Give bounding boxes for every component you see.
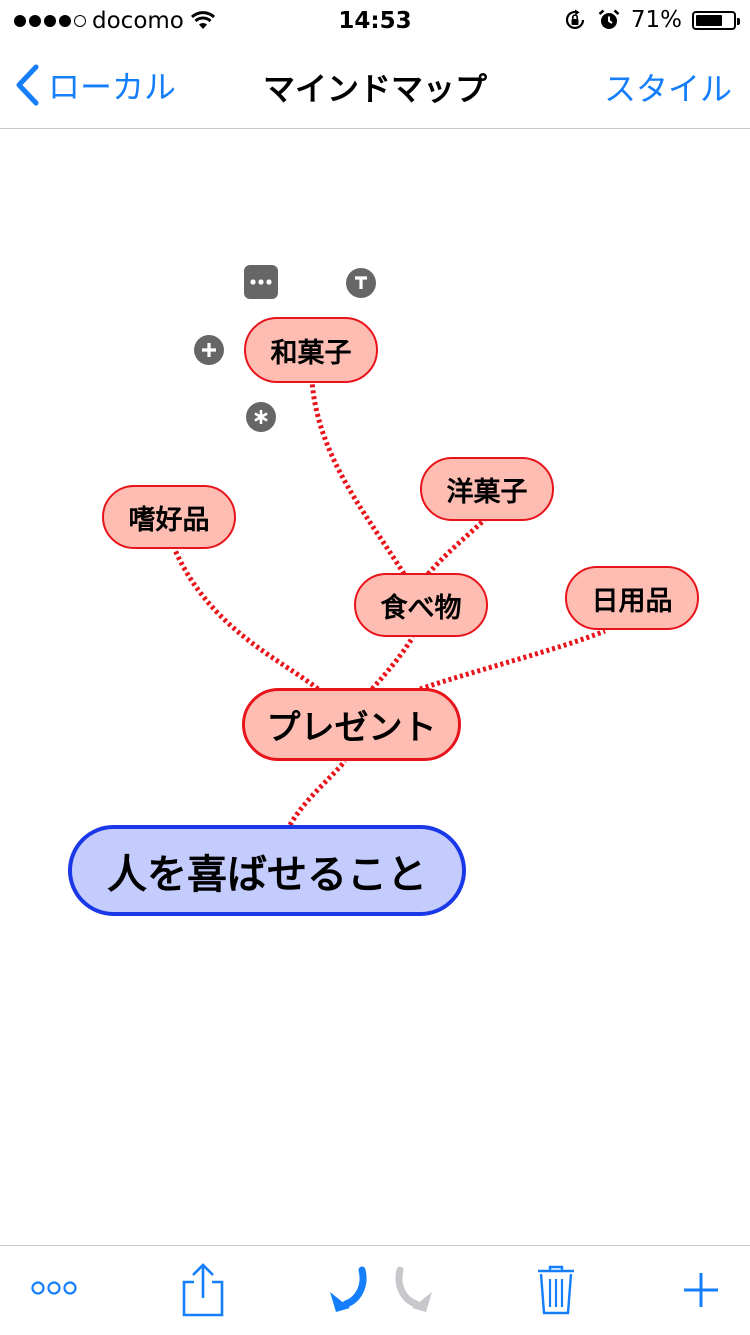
status-right: 71% [563,7,740,33]
battery-percent: 71% [630,7,682,33]
node-menu-button[interactable] [244,265,278,299]
add-sibling-button[interactable] [194,335,224,365]
status-left: docomo [14,8,216,34]
node-connect-button[interactable] [246,402,276,432]
trash-icon [538,1265,574,1315]
mindmap-node-yogashi[interactable]: 洋菓子 [420,457,554,521]
style-button[interactable]: スタイル [603,70,732,108]
carrier-label: docomo [92,8,184,34]
link-root-center [287,759,347,827]
rotation-lock-icon [565,9,584,30]
signal-dots-icon [14,15,86,27]
mindmap-node-wagashi[interactable]: 和菓子 [244,317,378,383]
add-button[interactable] [681,1270,721,1314]
navigation-bar: ローカル マインドマップ スタイル [0,40,750,129]
more-button[interactable] [30,1278,78,1302]
status-time: 14:53 [338,8,412,34]
mindmap-canvas[interactable]: 和菓子 洋菓子 嗜好品 食べ物 日用品 プレゼント 人を喜ばせること [0,129,750,1245]
page-title: マインドマップ [262,70,487,108]
delete-button[interactable] [536,1264,576,1320]
back-button[interactable]: ローカル [14,62,176,108]
text-t-icon [355,276,367,289]
add-icon [684,1273,718,1307]
redo-icon [395,1266,432,1312]
undo-button[interactable] [328,1266,376,1318]
share-button[interactable] [180,1262,226,1322]
mindmap-node-present[interactable]: プレゼント [242,688,461,761]
asterisk-icon [254,410,268,424]
share-icon [182,1263,224,1317]
plus-circle-icon [202,343,216,357]
redo-button[interactable] [386,1266,434,1318]
mindmap-root-node[interactable]: 人を喜ばせること [68,825,466,916]
link-center-nichiyohin [419,628,606,692]
link-center-tabemono [370,635,416,691]
mindmap-node-tabemono[interactable]: 食べ物 [354,573,488,637]
status-bar: docomo 14:53 71% [0,0,750,40]
chevron-left-icon [16,64,39,106]
bottom-toolbar [0,1245,750,1335]
mindmap-node-nichiyohin[interactable]: 日用品 [565,566,699,630]
undo-icon [330,1266,367,1312]
mindmap-node-shikohin[interactable]: 嗜好品 [102,485,236,549]
more-icon [31,1281,77,1295]
back-label: ローカル [48,68,177,106]
battery-icon [692,10,740,30]
link-tabemono-wagashi [309,380,407,576]
wifi-icon [190,11,215,29]
battery-level [696,14,722,26]
link-center-shikohin [172,548,320,691]
alarm-icon [598,9,620,29]
ellipsis-icon [250,279,272,285]
text-style-button[interactable] [346,268,376,298]
link-tabemono-yogashi [426,517,487,576]
mindmap-links [172,380,606,827]
